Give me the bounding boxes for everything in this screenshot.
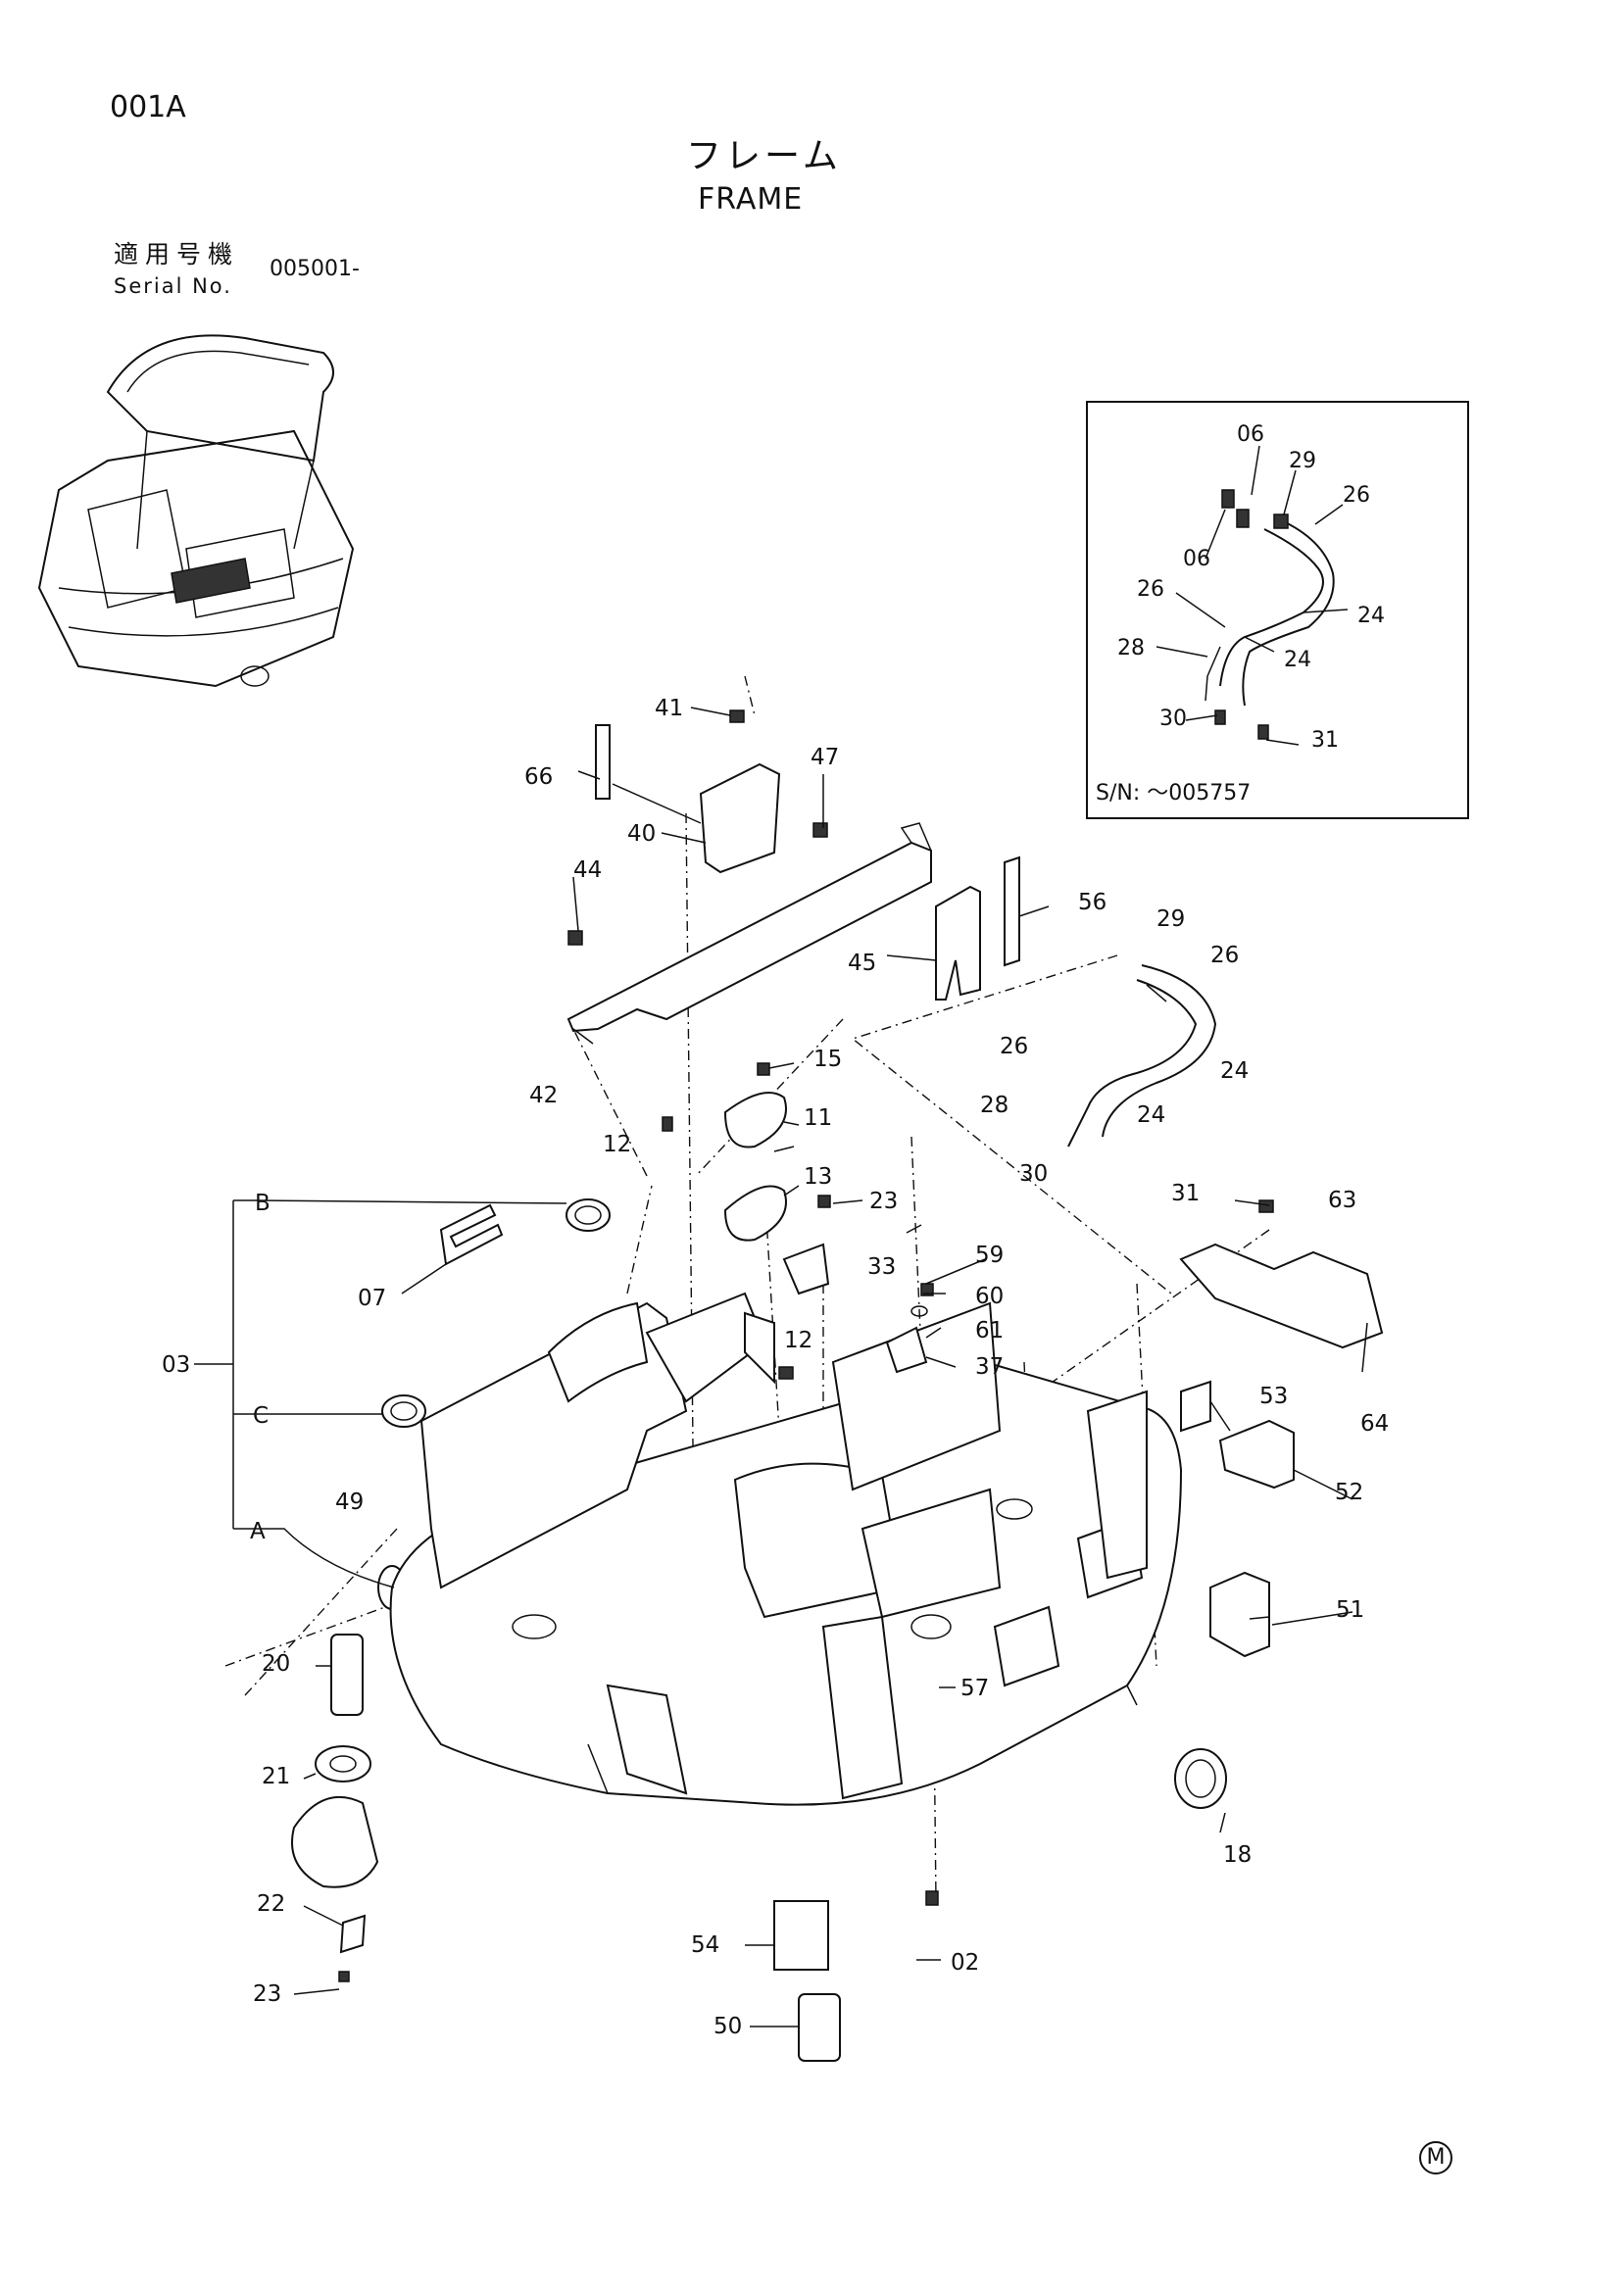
inset-callout-label: 26 bbox=[1343, 483, 1370, 508]
inset-callout-label: 06 bbox=[1183, 547, 1210, 571]
callout-label: 15 bbox=[813, 1047, 842, 1072]
callout-label: 23 bbox=[869, 1189, 898, 1214]
cover-caps bbox=[723, 1092, 787, 1242]
callout-label: 33 bbox=[867, 1254, 896, 1280]
inset-callout-labels: 06 29 26 06 24 26 24 28 30 31 bbox=[1117, 422, 1385, 753]
callout-label: 49 bbox=[335, 1490, 364, 1515]
callout-label: 50 bbox=[713, 2014, 742, 2039]
inset-callout-label: 29 bbox=[1289, 449, 1316, 473]
callout-label: 31 bbox=[1171, 1181, 1200, 1206]
callout-label: 07 bbox=[358, 1286, 386, 1311]
plate-40 bbox=[595, 724, 781, 874]
serial-number: 005001- bbox=[270, 257, 360, 281]
callout-label: 26 bbox=[1000, 1034, 1028, 1059]
callout-label: 26 bbox=[1210, 943, 1239, 968]
callout-leaders bbox=[194, 445, 1368, 2027]
main-frame bbox=[389, 1292, 1183, 1806]
inset-callout-label: 30 bbox=[1159, 707, 1187, 731]
inset-callout-label: 24 bbox=[1357, 604, 1385, 628]
inset-serial-range: S/N: ～005757 bbox=[1096, 781, 1251, 806]
manufacturer-mark: M bbox=[1419, 2141, 1452, 2174]
callout-label: 61 bbox=[975, 1318, 1004, 1343]
page-title: FRAME bbox=[698, 182, 804, 217]
callout-labels: 41 47 66 40 44 56 45 42 15 29 26 24 26 2… bbox=[162, 696, 1389, 2039]
hose-assembly bbox=[1067, 979, 1198, 1148]
callout-label: 64 bbox=[1360, 1411, 1389, 1437]
callout-label: 42 bbox=[529, 1083, 558, 1108]
callout-label: 51 bbox=[1336, 1597, 1364, 1623]
counterweight-blocks bbox=[1180, 1380, 1295, 1658]
callout-label: 47 bbox=[811, 745, 839, 770]
callout-label: 56 bbox=[1078, 890, 1107, 915]
u-clip-07 bbox=[439, 1203, 504, 1266]
callout-label: 02 bbox=[951, 1950, 979, 1976]
serial-label-japanese: 適用号機 bbox=[114, 240, 240, 269]
rail-bracket-42 bbox=[566, 822, 932, 1033]
callout-label: 53 bbox=[1259, 1384, 1288, 1409]
callout-label: 24 bbox=[1137, 1102, 1165, 1128]
bolts-and-fasteners bbox=[338, 709, 1274, 1982]
machine-thumbnail bbox=[37, 334, 355, 688]
page-code: 001A bbox=[110, 90, 186, 124]
group-bracket-03 bbox=[232, 1199, 257, 1530]
callout-label: 12 bbox=[784, 1328, 812, 1353]
callout-label: 24 bbox=[1220, 1058, 1249, 1084]
callout-label: 57 bbox=[960, 1676, 989, 1701]
callout-label: 21 bbox=[262, 1764, 290, 1789]
callout-label: 11 bbox=[804, 1105, 832, 1131]
callout-label: C bbox=[253, 1403, 269, 1429]
callout-label: 41 bbox=[655, 696, 683, 721]
callout-label: 03 bbox=[162, 1352, 190, 1378]
callout-label: 66 bbox=[524, 764, 553, 790]
callout-label: 40 bbox=[627, 821, 656, 847]
callout-label: A bbox=[250, 1519, 266, 1544]
callout-label: 23 bbox=[253, 1981, 281, 2007]
callout-label: 22 bbox=[257, 1891, 285, 1917]
callout-label: 37 bbox=[975, 1354, 1004, 1380]
callout-label: 12 bbox=[603, 1132, 631, 1157]
page-title-japanese: フレーム bbox=[686, 136, 842, 176]
callout-label: 13 bbox=[804, 1164, 832, 1190]
callout-label: 28 bbox=[980, 1093, 1008, 1118]
inset-callout-label: 26 bbox=[1137, 577, 1164, 602]
inset-callout-label: 24 bbox=[1284, 648, 1311, 672]
inset-callout-label: 31 bbox=[1311, 728, 1339, 753]
plate-64 bbox=[1179, 1243, 1384, 1349]
pin-assembly bbox=[291, 1634, 379, 1954]
callout-label: 59 bbox=[975, 1243, 1004, 1268]
callout-label: 63 bbox=[1328, 1188, 1356, 1213]
inset-callout-label: 28 bbox=[1117, 636, 1145, 660]
bracket-45 bbox=[935, 855, 1020, 1001]
callout-label: 29 bbox=[1156, 906, 1185, 932]
callout-label: 30 bbox=[1019, 1161, 1048, 1187]
callout-label: 45 bbox=[848, 951, 876, 976]
callout-label: 18 bbox=[1223, 1842, 1252, 1868]
callout-label: 60 bbox=[975, 1284, 1004, 1309]
callout-label: 20 bbox=[262, 1651, 290, 1677]
callout-label: 54 bbox=[691, 1932, 719, 1958]
callout-label: 44 bbox=[573, 857, 602, 883]
inset-callout-label: 06 bbox=[1237, 422, 1264, 447]
callout-label: 52 bbox=[1335, 1480, 1363, 1505]
pad-blocks bbox=[773, 1900, 841, 2062]
serial-label: Serial No. bbox=[114, 274, 232, 298]
callout-label: B bbox=[255, 1191, 270, 1216]
inset-box: S/N: ～005757 bbox=[1086, 401, 1469, 819]
